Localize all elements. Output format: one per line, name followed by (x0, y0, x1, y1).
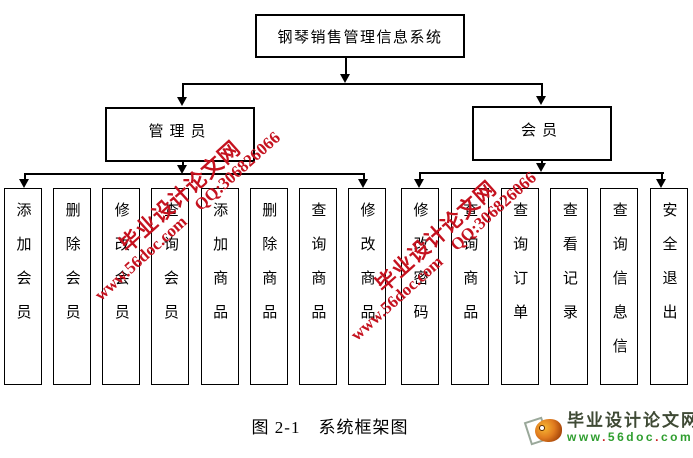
connector-line (419, 172, 421, 180)
arrowhead-down-icon (414, 179, 424, 188)
arrowhead-down-icon (358, 179, 368, 188)
connector-line (182, 83, 543, 85)
arrowhead-down-icon (536, 96, 546, 105)
connector-line (345, 58, 347, 75)
node-view-records: 查看记录 (550, 188, 589, 385)
node-admin-label: 管理员 (148, 124, 212, 140)
node-query-order: 查询订单 (500, 188, 539, 385)
logo-site-name: 毕业设计论文网 (567, 411, 693, 431)
node-query-info: 查询信息信 (600, 188, 639, 385)
figure-caption: 图 2-1 系统框架图 (251, 418, 409, 437)
arrowhead-down-icon (177, 97, 187, 106)
connector-line (541, 83, 543, 96)
node-add-product: 添加商品 (200, 188, 239, 385)
connector-line (363, 173, 365, 180)
connector-line (182, 162, 184, 166)
connector-line (182, 83, 184, 97)
admin-children-group: 添加会员 删除会员 修改会员 查询会员 添加商品 删除商品 查询商品 修改商品 (4, 188, 386, 385)
arrowhead-down-icon (340, 74, 350, 83)
node-delete-member: 删除会员 (53, 188, 92, 385)
node-change-password: 修改密码 (401, 188, 439, 385)
arrowhead-down-icon (177, 165, 187, 174)
arrowhead-down-icon (19, 179, 29, 188)
connector-line (661, 172, 663, 180)
node-query-member: 查询会员 (151, 188, 190, 385)
arrowhead-down-icon (536, 163, 546, 172)
connector-line (419, 172, 664, 174)
node-query-product-admin: 查询商品 (298, 188, 337, 385)
node-safe-exit: 安全退出 (649, 188, 688, 385)
node-modify-product: 修改商品 (347, 188, 386, 385)
logo-site-url: www.56doc.com (567, 429, 693, 444)
node-modify-member: 修改会员 (102, 188, 141, 385)
node-member-label: 会员 (520, 123, 563, 139)
node-root: 钢琴销售管理信息系统 (255, 14, 465, 58)
member-children-group: 修改密码 查询商品 查询订单 查看记录 查询信息信 安全退出 (401, 188, 688, 385)
node-add-member: 添加会员 (4, 188, 42, 385)
site-logo: 毕业设计论文网 www.56doc.com (523, 406, 693, 450)
node-root-label: 钢琴销售管理信息系统 (277, 29, 443, 46)
node-admin: 管理员 (105, 107, 255, 162)
node-delete-product: 删除商品 (249, 188, 288, 385)
node-query-product-member: 查询商品 (450, 188, 489, 385)
connector-line (24, 173, 365, 175)
node-member: 会员 (472, 106, 612, 161)
arrowhead-down-icon (656, 179, 666, 188)
goldfish-book-icon (523, 406, 564, 450)
connector-line (24, 173, 26, 180)
